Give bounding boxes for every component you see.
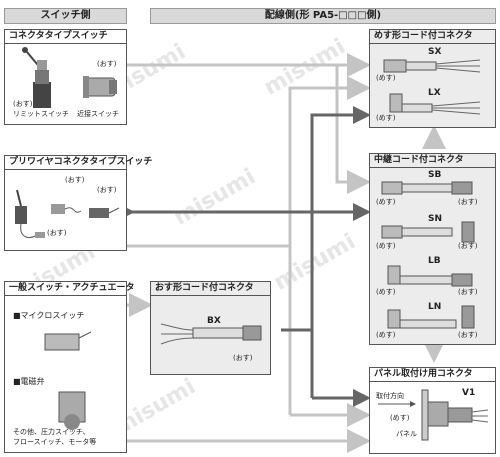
micro-switch-icon <box>44 331 92 351</box>
panel-mount-connector-icon <box>378 389 489 441</box>
pigtail-switch-icon <box>15 189 120 238</box>
panel-mount-connector-box: パネル取付け用コネクタ V1 取付方向 (めす) パネル <box>369 367 496 454</box>
code-sx: SX <box>428 47 442 57</box>
panel-label: パネル <box>396 430 417 438</box>
code-v1: V1 <box>462 388 476 398</box>
limit-switch-icon <box>22 47 51 108</box>
male-label: (おす) <box>458 198 478 206</box>
connector-switch-box: コネクタタイプスイッチ (おす) (おす) リミットスイッチ 近接スイッチ <box>4 29 127 125</box>
female-label: (めす) <box>376 114 396 122</box>
female-label: (めす) <box>376 74 396 82</box>
female-label: (めす) <box>376 288 396 296</box>
general-switch-title: 一般スイッチ・アクチュエータ <box>5 282 135 296</box>
male-label: (おす) <box>458 331 478 339</box>
micro-switch-label: ■マイクロスイッチ <box>13 311 85 320</box>
code-lb: LB <box>428 256 441 266</box>
relay-connector-icons <box>381 181 475 329</box>
female-cord-connector-box: めす形コード付コネクタ SX LX (めす) (めす) <box>369 29 496 128</box>
male-cord-connector-title: おす形コード付コネクタ <box>151 282 270 296</box>
mount-direction-label: 取付方向 <box>376 392 404 400</box>
solenoid-valve-label: ■電磁弁 <box>13 377 45 386</box>
male-label: (おす) <box>13 100 33 108</box>
male-label: (おす) <box>65 176 85 184</box>
proximity-switch-label: 近接スイッチ <box>77 110 119 118</box>
panel-mount-connector-title: パネル取付け用コネクタ <box>370 368 495 382</box>
male-label: (おす) <box>458 242 478 250</box>
female-cord-connector-title: めす形コード付コネクタ <box>370 30 495 44</box>
switch-side-header: スイッチ側 <box>4 8 127 24</box>
female-label: (めす) <box>376 242 396 250</box>
code-lx: LX <box>428 88 441 98</box>
male-label: (おす) <box>97 186 117 194</box>
pigtail-switch-box: プリワイヤコネクタタイプスイッチ (おす) (おす) (おす) <box>4 155 152 251</box>
female-label: (めす) <box>390 414 410 422</box>
male-label: (おす) <box>97 60 117 68</box>
pigtail-switch-title: プリワイヤコネクタタイプスイッチ <box>5 156 152 170</box>
other-devices-label: フロースイッチ、モータ等 <box>13 438 97 446</box>
code-sb: SB <box>428 170 442 180</box>
bx-connector-icon <box>160 323 262 345</box>
general-switch-box: 一般スイッチ・アクチュエータ ■マイクロスイッチ ■電磁弁 その他、圧力スイッチ… <box>4 281 135 453</box>
limit-switch-label: リミットスイッチ <box>13 110 69 118</box>
wiring-side-header: 配線側(形 PA5-□□□側) <box>150 8 496 24</box>
code-bx: BX <box>207 316 221 326</box>
sx-lx-connector-icons <box>383 59 481 115</box>
female-label: (めす) <box>376 198 396 206</box>
solenoid-valve-icon <box>58 391 86 430</box>
relay-cord-connector-title: 中継コード付コネクタ <box>370 154 495 168</box>
other-devices-label: その他、圧力スイッチ、 <box>13 428 90 436</box>
male-cord-connector-box: おす形コード付コネクタ BX (おす) <box>150 281 271 375</box>
code-ln: LN <box>428 302 442 312</box>
code-sn: SN <box>428 214 443 224</box>
connector-switch-title: コネクタタイプスイッチ <box>5 30 126 44</box>
female-label: (めす) <box>376 331 396 339</box>
male-label: (おす) <box>233 354 253 362</box>
proximity-switch-icon <box>83 76 117 98</box>
relay-cord-connector-box: 中継コード付コネクタ SB SN LB LN (めす) (おす) (めす) (お… <box>369 153 496 345</box>
male-label: (おす) <box>458 288 478 296</box>
male-label: (おす) <box>47 229 67 237</box>
